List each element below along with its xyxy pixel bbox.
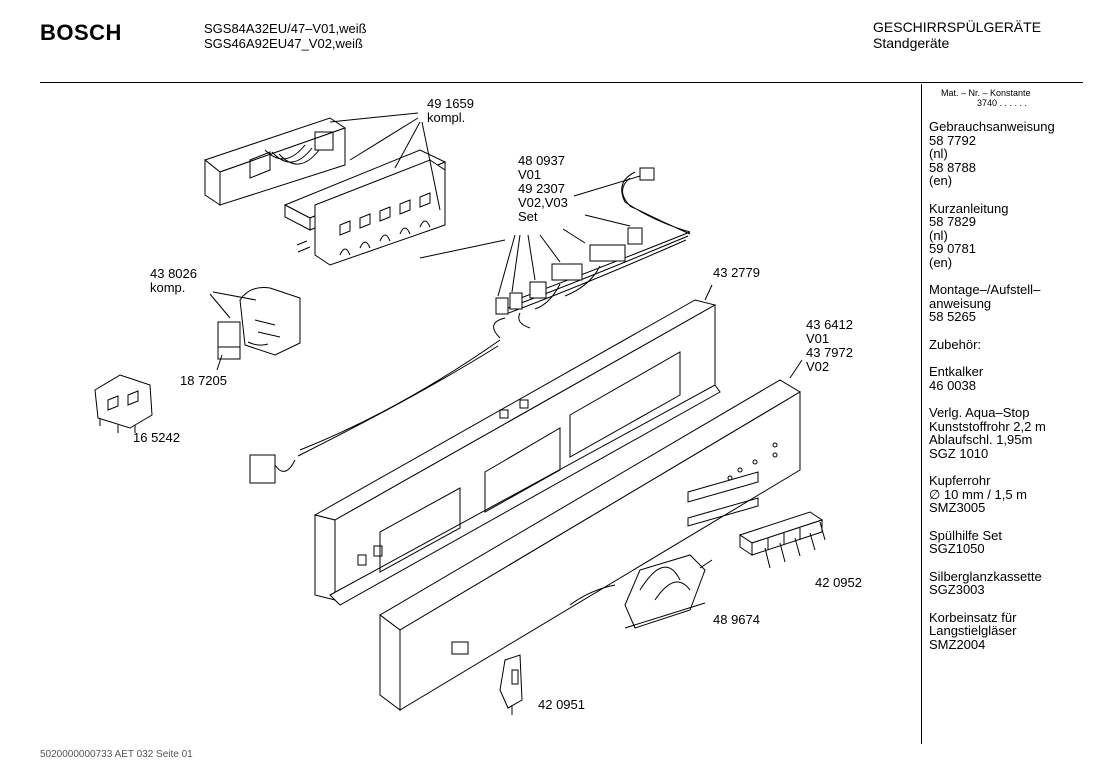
material-constant-value: 3740 . . . . . .	[977, 98, 1028, 108]
part-label-438026: 43 8026 komp.	[150, 266, 197, 295]
electronic-module-drawing	[203, 112, 447, 266]
button-block-drawing	[738, 511, 826, 569]
holder-drawing	[499, 654, 523, 715]
header-divider	[40, 82, 1083, 83]
doc-entry-quick-guide: Kurzanleitung 58 7829 (nl) 59 0781 (en)	[929, 200, 1009, 270]
part-label-491659: 49 1659 kompl.	[427, 96, 474, 125]
accessories-heading: Zubehör:	[929, 336, 982, 352]
control-frame-drawing	[313, 284, 721, 606]
document-footer: 5020000000733 AET 032 Seite 01	[40, 749, 193, 760]
accessory-descaler: Entkalker 46 0038	[929, 364, 984, 393]
accessory-rinse-aid-set: Spülhilfe Set SGZ1050	[929, 527, 1002, 556]
cable-set-drawing	[249, 167, 691, 484]
part-label-420952: 42 0952	[815, 575, 862, 590]
door-handle-drawing	[624, 554, 713, 629]
accessory-glass-insert: Korbeinsatz für Langstielgläser SMZ2004	[929, 609, 1017, 652]
part-label-436412: 43 6412 V01 43 7972 V02	[806, 317, 853, 374]
accessory-copper-pipe: Kupferrohr ∅ 10 mm / 1,5 m SMZ3005	[929, 473, 1028, 515]
appliance-category: GESCHIRRSPÜLGERÄTE Standgeräte	[873, 19, 1042, 51]
part-label-432779: 43 2779	[713, 265, 760, 280]
sidebar-info: Mat. – Nr. – Konstante 3740 . . . . . . …	[929, 88, 1109, 665]
accessory-aqua-stop: Verlg. Aqua–Stop Kunststoffrohr 2,2 m Ab…	[929, 405, 1046, 461]
part-label-420951: 42 0951	[538, 697, 585, 712]
exploded-parts-diagram	[94, 112, 826, 715]
model-numbers: SGS84A32EU/47–V01,weiß SGS46A92EU47_V02,…	[204, 21, 367, 51]
doc-entry-installation: Montage–/Aufstell– anweisung 58 5265	[929, 282, 1041, 324]
switch-drawing	[94, 374, 153, 433]
brand-logo: BOSCH	[40, 20, 122, 45]
material-constant-label: Mat. – Nr. – Konstante	[941, 88, 1031, 98]
relay-drawing	[209, 287, 301, 371]
part-label-187205: 18 7205	[180, 373, 227, 388]
part-label-165242: 16 5242	[133, 430, 180, 445]
accessory-silver-cassette: Silberglanzkassette SGZ3003	[929, 568, 1042, 597]
front-panel-drawing	[379, 359, 803, 711]
part-label-480937: 48 0937 V01 49 2307 V02,V03 Set	[518, 153, 568, 224]
material-constant: Mat. – Nr. – Konstante 3740 . . . . . .	[941, 88, 1109, 108]
sidebar-divider	[921, 84, 922, 744]
doc-entry-user-manual: Gebrauchsanweisung 58 7792 (nl) 58 8788 …	[929, 119, 1055, 188]
part-label-489674: 48 9674	[713, 612, 760, 627]
